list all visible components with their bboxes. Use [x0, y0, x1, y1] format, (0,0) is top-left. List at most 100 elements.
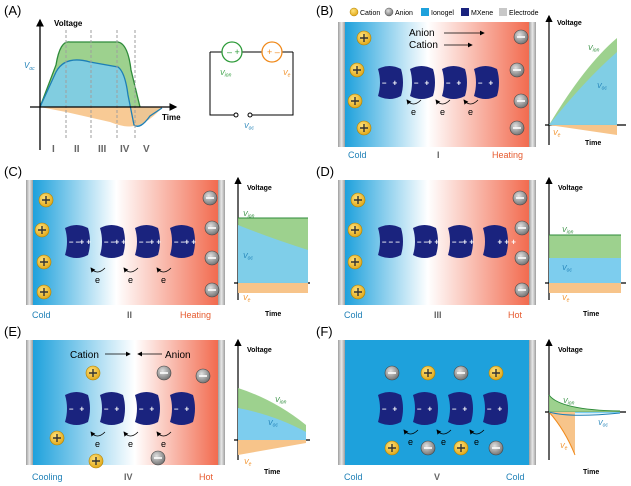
- legend-electrode-icon: [499, 8, 507, 16]
- panel-c: (C) Cold II Heating – –+ +– –+ +– –+ +– …: [4, 164, 310, 320]
- svg-text:+: +: [150, 405, 155, 414]
- legend-mxene-icon: [461, 8, 469, 16]
- b-anion-flow: Anion: [409, 28, 435, 39]
- svg-text:V: V: [434, 472, 440, 482]
- mxene-flake: [483, 392, 508, 425]
- mxene-flake: [413, 392, 438, 425]
- electron-arrow-icon: [469, 429, 485, 435]
- svg-text:– –: – –: [139, 238, 151, 247]
- electron-label: e: [474, 437, 479, 447]
- panel-label-e: (E): [4, 324, 21, 339]
- electron-arrow-icon: [123, 431, 139, 437]
- svg-text:Cold: Cold: [344, 472, 363, 482]
- electron-arrow-icon: [463, 99, 479, 105]
- electron-label: e: [441, 437, 446, 447]
- svg-text:Ve: Ve: [243, 295, 251, 304]
- svg-text:Ve: Ve: [244, 459, 252, 468]
- electron-label: e: [128, 275, 133, 285]
- electron-arrow-icon: [156, 267, 172, 273]
- mxene-flake: [483, 225, 508, 258]
- panel-d: (D) Cold III Hot – – –– –+ +– –+ ++ + + …: [316, 164, 626, 320]
- svg-text:–: –: [382, 79, 387, 88]
- svg-text:Time: Time: [583, 469, 599, 476]
- panel-label-c: (C): [4, 164, 22, 179]
- b-cold: Cold: [348, 150, 367, 160]
- svg-text:Vion: Vion: [563, 398, 575, 407]
- svg-text:–: –: [478, 79, 483, 88]
- svg-text:Voc: Voc: [597, 83, 607, 92]
- svg-text:Cation: Cation: [70, 350, 99, 361]
- mxene-flake: [410, 66, 435, 99]
- svg-text:Cold: Cold: [344, 310, 363, 320]
- c-cold: Cold: [32, 310, 51, 320]
- svg-text:Vion: Vion: [275, 397, 287, 406]
- a-ve-label: Ve: [283, 70, 291, 79]
- svg-text:–: –: [382, 405, 387, 414]
- svg-text:–: –: [452, 405, 457, 414]
- svg-text:Hot: Hot: [508, 310, 523, 320]
- svg-text:+: +: [457, 79, 462, 88]
- svg-text:Vion: Vion: [588, 45, 600, 54]
- electron-arrow-icon: [403, 429, 419, 435]
- mxene-flake: [65, 392, 90, 425]
- svg-text:Time: Time: [265, 311, 281, 318]
- a-stage-iv: IV: [120, 144, 130, 155]
- svg-text:+ +: + +: [150, 238, 162, 247]
- svg-text:+: +: [393, 405, 398, 414]
- b-electrode-left: [338, 22, 345, 147]
- legend-ionogel-icon: [421, 8, 429, 16]
- svg-text:Cooling: Cooling: [32, 472, 63, 482]
- mxene-flake: [413, 225, 438, 258]
- svg-text:+ –: + –: [267, 47, 280, 57]
- svg-text:+: +: [425, 79, 430, 88]
- svg-text:Voc: Voc: [562, 265, 572, 274]
- a-vion-source: [221, 41, 243, 63]
- svg-text:–: –: [446, 79, 451, 88]
- c-heating: Heating: [180, 310, 211, 320]
- svg-text:–: –: [139, 405, 144, 414]
- electron-label: e: [161, 439, 166, 449]
- a-ve-source: [261, 41, 283, 63]
- electron-label: e: [95, 275, 100, 285]
- electron-label: e: [408, 437, 413, 447]
- svg-text:– +: – +: [227, 47, 240, 57]
- svg-text:+: +: [185, 405, 190, 414]
- mxene-flake: [442, 66, 467, 99]
- svg-text:– – –: – – –: [382, 238, 400, 247]
- mxene-flake: [170, 392, 195, 425]
- svg-text:– –: – –: [174, 238, 186, 247]
- mxene-flake: [378, 392, 403, 425]
- panel-b: (B) Cation Anion Ionogel MXene Electrode…: [316, 3, 626, 160]
- svg-text:Time: Time: [583, 311, 599, 318]
- a-stage-i: I: [52, 144, 55, 155]
- svg-text:Voltage: Voltage: [558, 185, 583, 192]
- svg-text:Vion: Vion: [562, 227, 574, 236]
- svg-text:Ve: Ve: [553, 130, 561, 139]
- svg-text:–: –: [417, 405, 422, 414]
- mxene-flake: [170, 225, 195, 258]
- svg-text:–: –: [487, 405, 492, 414]
- electron-label: e: [468, 107, 473, 117]
- panel-label-d: (D): [316, 164, 334, 179]
- a-stage-ii: II: [74, 144, 80, 155]
- electron-label: e: [440, 107, 445, 117]
- b-time-label: Time: [585, 140, 601, 147]
- a-vion-label: Vion: [220, 70, 232, 79]
- svg-text:–: –: [69, 405, 74, 414]
- a-stage-iii: III: [98, 144, 107, 155]
- svg-text:– –: – –: [452, 238, 464, 247]
- mxene-flake: [100, 392, 125, 425]
- electron-arrow-icon: [436, 429, 452, 435]
- svg-text:+: +: [393, 79, 398, 88]
- svg-text:Voltage: Voltage: [558, 347, 583, 354]
- panel-a: (A) Voltage Time Voc I II III IV V: [4, 3, 294, 155]
- svg-text:Anion: Anion: [165, 350, 191, 361]
- mxene-flake: [448, 392, 473, 425]
- svg-text:– –: – –: [417, 238, 429, 247]
- svg-text:Voltage: Voltage: [247, 347, 272, 354]
- electron-arrow-icon: [406, 99, 422, 105]
- a-voc-label: Voc: [24, 61, 35, 72]
- electron-label: e: [411, 107, 416, 117]
- svg-text:+: +: [80, 405, 85, 414]
- legend-anion: Anion: [395, 10, 413, 17]
